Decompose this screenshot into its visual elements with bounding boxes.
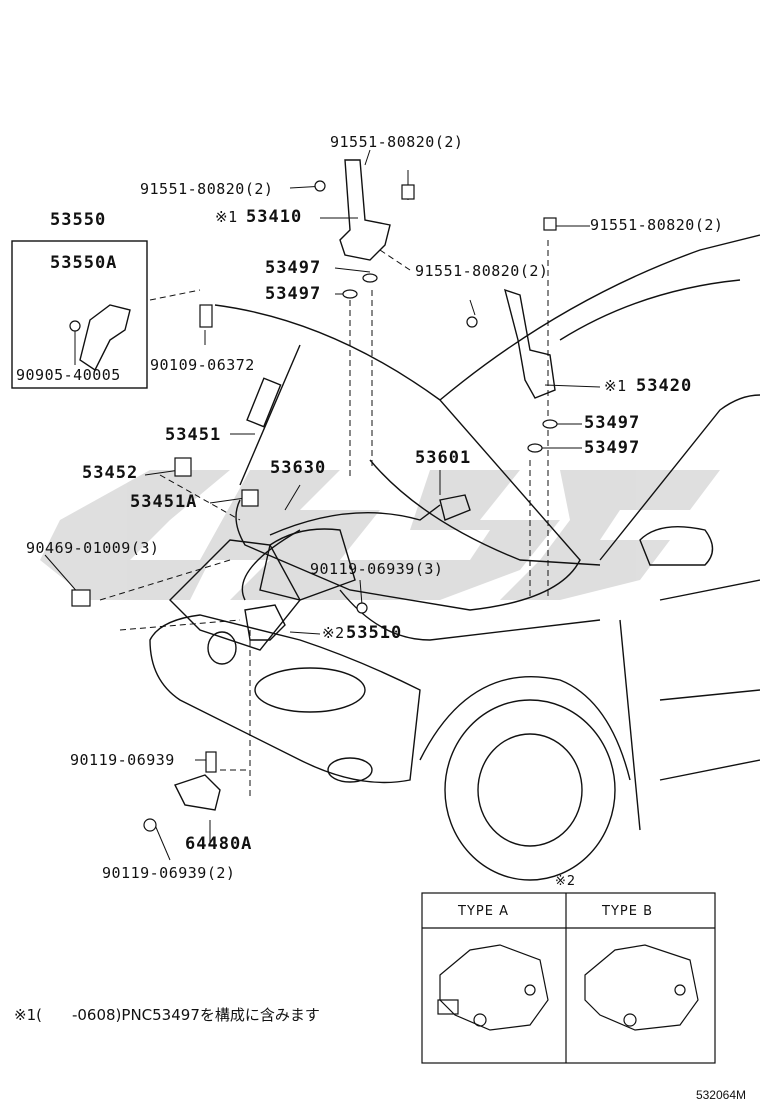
bracket-64480A [174,774,221,811]
logo-emblem [207,631,237,665]
inset-box-53550 [11,240,148,389]
front-wheel [444,699,616,881]
label-53410-mark: ※1 [215,208,238,226]
wheel-arch [419,676,631,781]
fender-top [339,589,601,641]
inset-table [421,892,716,1064]
label-53497-d: 53497 [584,438,641,458]
label-90119-a: 90119-06939(3) [310,560,444,578]
release-cable-53630 [269,504,441,536]
label-90119-c: 90119-06939(2) [102,864,236,882]
cushion-53451A [241,489,259,507]
headlight [254,667,366,713]
bolt-90905 [69,320,81,332]
side-mirror [639,525,714,566]
bolt-91551-right [543,217,557,231]
body-windshield [439,234,760,401]
label-53420: 53420 [636,376,693,396]
body-rear-line [659,579,760,781]
label-53451: 53451 [165,425,222,445]
label-90119-b: 90119-06939 [70,751,175,769]
hood-rod-cylinder [246,377,282,428]
front-bumper [149,614,421,784]
label-53510-mark: ※2 [322,624,345,642]
label-90469: 90469-01009(3) [26,539,160,557]
label-53420-mark: ※1 [604,377,627,395]
latch-type-b [584,944,699,1031]
bolt-90119-a [356,602,368,614]
label-91551-top: 91551-80820(2) [330,133,464,151]
bolt-91551-top [401,184,415,200]
label-90109: 90109-06372 [150,356,255,374]
label-53630: 53630 [270,458,327,478]
hinge-53410 [339,159,391,261]
fog-lamp [327,757,373,783]
label-53550A: 53550A [50,253,118,273]
label-90905: 90905-40005 [16,366,121,384]
label-53410: 53410 [246,207,303,227]
type-a-header: TYPE A [458,904,509,919]
washer-53497-c [542,419,558,429]
door-line [619,619,641,831]
clip-90469 [71,589,91,607]
hood-inner-edge [369,459,601,566]
washer-53497-a [362,273,378,283]
diagram-code: 532064M [695,1088,746,1102]
bolt-90119-c [143,818,157,832]
footnote: ※1( -0608)PNC53497を構成に含みます [14,1006,320,1024]
washer-tank [259,528,356,601]
washer-53497-d [527,443,543,453]
washer-53497-b [342,289,358,299]
clip-53452 [174,457,192,477]
label-53451A: 53451A [130,492,198,512]
label-53497-a: 53497 [265,258,322,278]
type-b-header: TYPE B [602,904,653,919]
label-91551-right: 91551-80820(2) [590,216,724,234]
latch-53510 [244,604,286,641]
bolt-90109 [199,304,213,328]
wheel-hub [477,733,583,847]
inset-mark: ※2 [555,874,577,889]
label-91551-mid: 91551-80820(2) [415,262,549,280]
lock-53601 [439,494,471,521]
label-91551-left: 91551-80820(2) [140,180,274,198]
watermark-logo [40,470,720,600]
label-53510: 53510 [346,623,403,643]
latch-type-a [439,944,549,1031]
body-roofline [559,279,741,341]
hood-outline [214,304,581,611]
bolt-90119-b [205,751,217,773]
label-53497-b: 53497 [265,284,322,304]
a-pillar [599,394,760,561]
bolt-91551-left [314,180,326,192]
hood-rod-53451 [239,344,301,486]
label-64480A: 64480A [185,834,253,854]
lever-53550A [79,304,131,372]
label-53601: 53601 [415,448,472,468]
hinge-53420 [503,288,556,399]
label-53550: 53550 [50,210,107,230]
label-53497-c: 53497 [584,413,641,433]
label-53452: 53452 [82,463,139,483]
bolt-91551-mid [466,316,478,328]
